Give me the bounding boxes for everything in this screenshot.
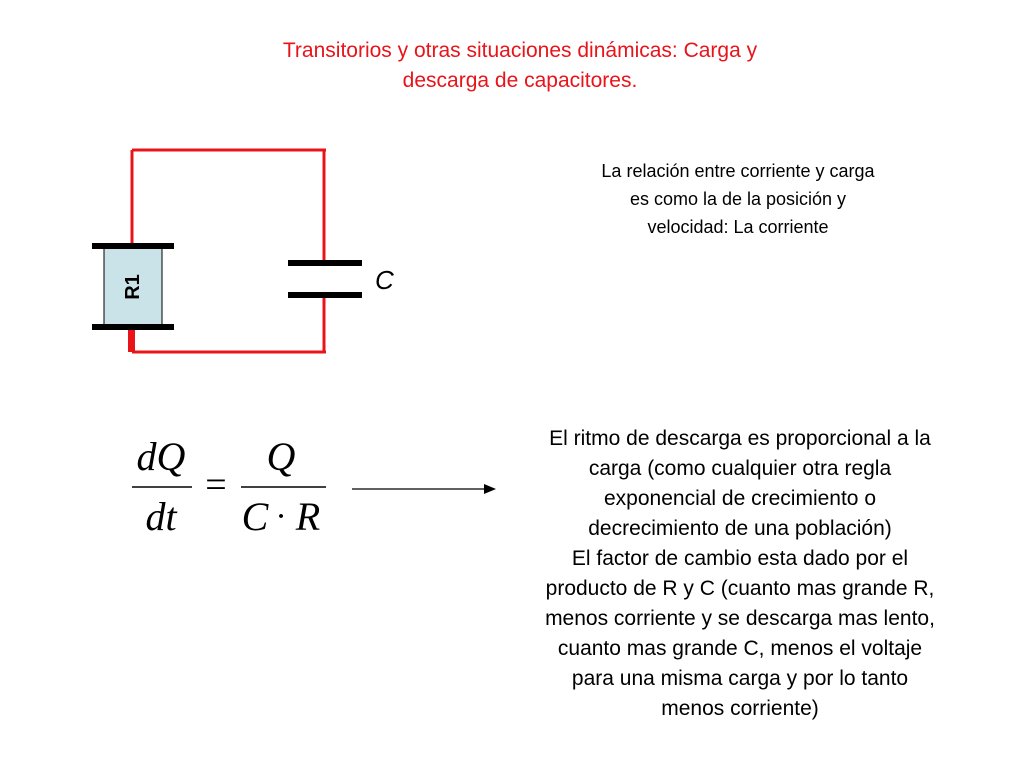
- title-line-1: Transitorios y otras situaciones dinámic…: [282, 39, 758, 62]
- capacitor-plate-top: [288, 260, 362, 266]
- explanation-text: El ritmo de descarga es proporcional a l…: [490, 424, 990, 724]
- relation-note: La relación entre corriente y carga es c…: [548, 157, 928, 241]
- resistor-cap-top: [92, 243, 174, 249]
- explanation-line-7: menos corriente y se descarga mas lento,: [545, 607, 935, 630]
- eq-lhs-denominator: dt: [145, 494, 177, 539]
- eq-equals-sign: =: [205, 464, 226, 506]
- resistor-cap-bottom: [92, 324, 174, 330]
- explanation-line-9: para una misma carga y por lo tanto: [571, 667, 909, 690]
- resistor-lead-bottom: [128, 330, 135, 352]
- capacitor-c: C: [288, 260, 394, 298]
- capacitor-label: C: [375, 265, 394, 295]
- circuit-wires: [130, 148, 326, 354]
- title-line-2: descarga de capacitores.: [402, 69, 638, 92]
- eq-rhs-numerator: Q: [267, 434, 296, 479]
- eq-rhs-denom-dot: ·: [275, 498, 286, 535]
- resistor-r1: R1: [92, 243, 174, 330]
- arrow-head: [484, 484, 496, 494]
- eq-lhs-numerator: dQ: [137, 434, 186, 479]
- explanation-line-4: decrecimiento de una población): [588, 517, 892, 540]
- note-line-1: La relación entre corriente y carga: [601, 161, 875, 181]
- explanation-line-2: carga (como cualquier otra regla: [588, 457, 892, 480]
- explanation-line-3: exponencial de crecimiento o: [604, 487, 876, 510]
- eq-rhs-denom-c: C: [242, 494, 270, 539]
- capacitor-plate-bottom: [288, 292, 362, 298]
- slide-title: Transitorios y otras situaciones dinámic…: [200, 36, 840, 96]
- note-line-3: velocidad: La corriente: [647, 217, 829, 237]
- explanation-line-8: cuanto mas grande C, menos el voltaje: [557, 637, 923, 660]
- resistor-label: R1: [122, 274, 144, 300]
- explanation-line-5: El factor de cambio esta dado por el: [571, 547, 909, 570]
- explanation-line-6: producto de R y C (cuanto mas grande R,: [545, 577, 935, 600]
- explanation-line-1: El ritmo de descarga es proporcional a l…: [549, 427, 931, 450]
- note-line-2: es como la de la posición y: [629, 189, 847, 209]
- eq-rhs-denom-r: R: [295, 494, 320, 539]
- explanation-line-10: menos corriente): [661, 697, 819, 720]
